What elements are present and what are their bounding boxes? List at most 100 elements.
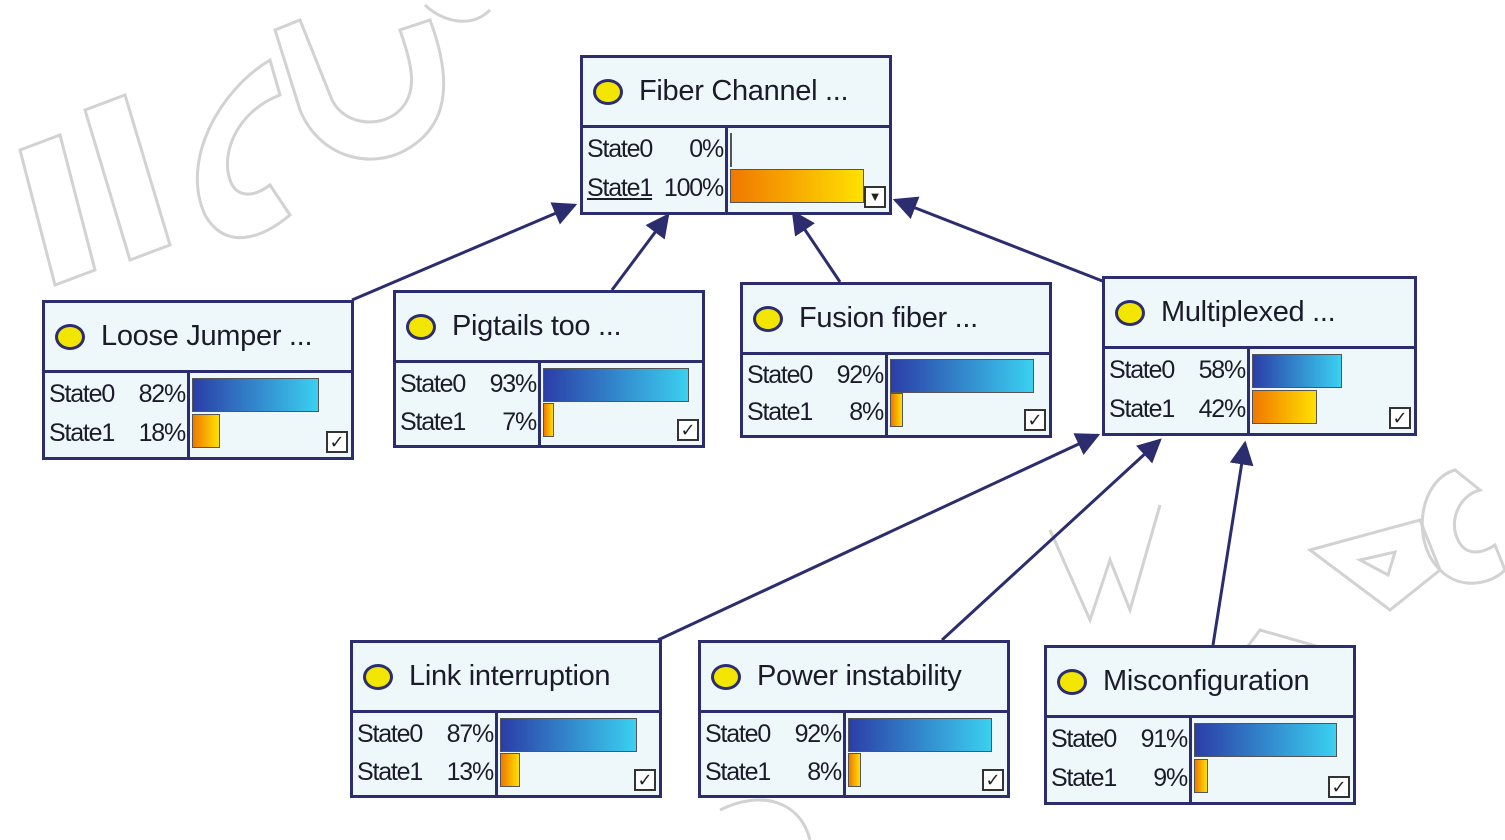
- node-header[interactable]: Loose Jumper ...: [45, 303, 351, 373]
- node-title: Pigtails too ...: [452, 310, 622, 342]
- state0-bar: [500, 717, 637, 752]
- node-title: Link interruption: [409, 660, 611, 692]
- node-title: Multiplexed ...: [1161, 296, 1336, 328]
- node-pigtails[interactable]: Pigtails too ... State0 93% State1 7% ✓: [393, 290, 705, 448]
- state-row: State0 87%: [357, 719, 495, 749]
- collapse-icon[interactable]: ▼: [864, 186, 886, 208]
- state0-bar: [730, 133, 732, 167]
- state0-bar: [890, 359, 1035, 393]
- state-percent: 100%: [663, 174, 724, 202]
- state-name: State0: [587, 135, 653, 163]
- node-fusion-fiber[interactable]: Fusion fiber ... State0 92% State1 8% ✓: [740, 282, 1052, 438]
- state-row: State0 92%: [705, 719, 843, 749]
- state-name: State0: [1109, 356, 1175, 384]
- state-row: State1 8%: [705, 757, 842, 787]
- state-percent: 87%: [446, 719, 495, 748]
- state1-bar: [730, 169, 864, 203]
- state-row: State1 100%: [587, 174, 724, 203]
- checkbox-checked-icon[interactable]: ✓: [677, 419, 699, 441]
- state1-bar: [890, 393, 903, 427]
- state1-bar: [192, 414, 220, 448]
- state-row: State0 93%: [400, 369, 538, 399]
- node-loose-jumper[interactable]: Loose Jumper ... State0 82% State1 18% ✓: [42, 300, 354, 460]
- state-name: State1: [587, 174, 653, 202]
- node-fiber-channel[interactable]: Fiber Channel ... State0 0% State1 100% …: [580, 55, 892, 215]
- checkbox-checked-icon[interactable]: ✓: [1024, 409, 1046, 431]
- state-percent: 8%: [849, 398, 884, 426]
- state-percent: 9%: [1153, 764, 1188, 792]
- state-row: State0 0%: [587, 135, 724, 164]
- node-header[interactable]: Power instability: [701, 643, 1007, 713]
- state-row: State1 42%: [1109, 395, 1247, 424]
- state1-bar: [848, 752, 861, 787]
- node-status-icon: [1057, 668, 1087, 695]
- node-header[interactable]: Link interruption: [353, 643, 659, 713]
- state-percent: 58%: [1198, 356, 1247, 384]
- state0-bar: [848, 717, 993, 752]
- state-percent: 93%: [489, 369, 538, 398]
- node-power-instability[interactable]: Power instability State0 92% State1 8% ✓: [698, 640, 1010, 798]
- node-header[interactable]: Fusion fiber ...: [743, 285, 1049, 355]
- state-row: State0 92%: [747, 361, 885, 390]
- state0-bar: [1194, 723, 1337, 757]
- state-name: State1: [49, 419, 115, 447]
- node-link-interruption[interactable]: Link interruption State0 87% State1 13% …: [350, 640, 662, 798]
- node-title: Power instability: [757, 660, 962, 692]
- state-name: State1: [400, 407, 466, 436]
- state-name: State0: [357, 719, 423, 748]
- checkbox-checked-icon[interactable]: ✓: [1328, 776, 1350, 798]
- state-percent: 92%: [836, 361, 885, 389]
- node-header[interactable]: Fiber Channel ...: [583, 58, 889, 128]
- state0-bar: [192, 378, 320, 412]
- state1-bar: [500, 752, 521, 787]
- state-percent: 8%: [807, 757, 842, 786]
- state-percent: 7%: [502, 407, 537, 436]
- state0-bar: [543, 367, 689, 402]
- state-row: State1 9%: [1051, 764, 1188, 793]
- state-percent: 18%: [138, 419, 187, 447]
- node-header[interactable]: Misconfiguration: [1047, 648, 1353, 718]
- node-status-icon: [593, 78, 623, 105]
- checkbox-checked-icon[interactable]: ✓: [326, 431, 348, 453]
- state-percent: 82%: [138, 380, 187, 408]
- node-title: Fiber Channel ...: [639, 75, 849, 107]
- node-title: Misconfiguration: [1103, 665, 1310, 697]
- state-row: State0 82%: [49, 380, 187, 409]
- state-name: State1: [705, 757, 771, 786]
- state-name: State1: [747, 398, 813, 426]
- node-title: Fusion fiber ...: [799, 302, 978, 334]
- state-row: State1 8%: [747, 398, 884, 427]
- node-status-icon: [406, 313, 436, 340]
- state-name: State1: [357, 757, 423, 786]
- state-percent: 92%: [794, 719, 843, 748]
- checkbox-checked-icon[interactable]: ✓: [982, 769, 1004, 791]
- node-status-icon: [55, 323, 85, 350]
- node-multiplexed[interactable]: Multiplexed ... State0 58% State1 42% ✓: [1102, 276, 1417, 436]
- state1-bar: [1194, 759, 1209, 793]
- state-percent: 0%: [689, 135, 724, 163]
- state-row: State1 7%: [400, 407, 537, 437]
- state-row: State1 18%: [49, 419, 187, 448]
- node-header[interactable]: Pigtails too ...: [396, 293, 702, 363]
- node-status-icon: [1115, 299, 1145, 326]
- node-status-icon: [711, 663, 741, 690]
- state1-bar: [1252, 390, 1318, 424]
- state-name: State0: [400, 369, 466, 398]
- node-header[interactable]: Multiplexed ...: [1105, 279, 1414, 349]
- state-percent: 42%: [1198, 395, 1247, 423]
- state-name: State1: [1109, 395, 1175, 423]
- state-percent: 91%: [1140, 725, 1189, 753]
- checkbox-checked-icon[interactable]: ✓: [634, 769, 656, 791]
- state-percent: 13%: [446, 757, 495, 786]
- state-row: State0 91%: [1051, 725, 1189, 754]
- node-misconfiguration[interactable]: Misconfiguration State0 91% State1 9% ✓: [1044, 645, 1356, 805]
- state0-bar: [1252, 354, 1342, 388]
- state1-bar: [543, 402, 554, 437]
- state-name: State0: [1051, 725, 1117, 753]
- state-name: State1: [1051, 764, 1117, 792]
- state-name: State0: [49, 380, 115, 408]
- node-status-icon: [753, 305, 783, 332]
- state-name: State0: [747, 361, 813, 389]
- state-row: State1 13%: [357, 757, 495, 787]
- checkbox-checked-icon[interactable]: ✓: [1389, 407, 1411, 429]
